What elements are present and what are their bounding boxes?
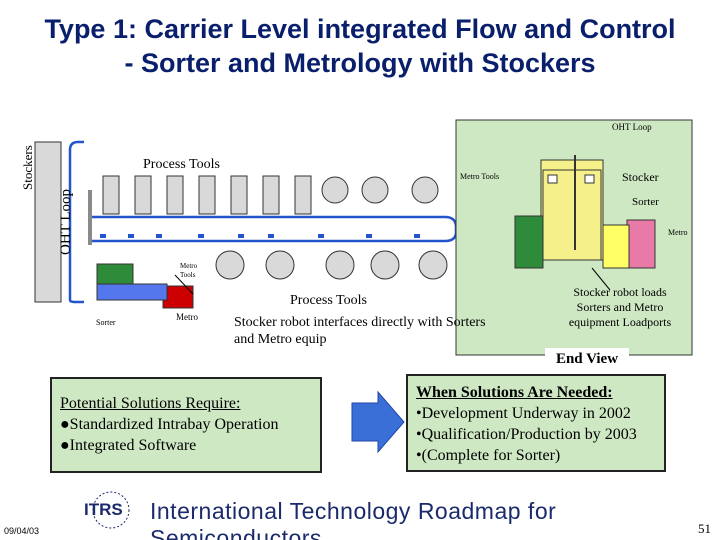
sorter-label: Sorter: [96, 318, 116, 327]
list-item: •(Complete for Sorter): [416, 447, 561, 464]
end-view-sorter: [514, 215, 544, 269]
cluster-tools-bottom: [215, 250, 448, 280]
cluster-tool: [321, 176, 349, 204]
process-tool: [198, 175, 216, 215]
list-item-text: Development Underway in 2002: [421, 405, 631, 422]
list-item: ●Integrated Software: [60, 435, 312, 456]
stockers-block: [34, 141, 62, 303]
cluster-tool: [265, 250, 295, 280]
oht-loop-rail: [88, 190, 92, 245]
list-item-text: Standardized Intrabay Operation: [69, 416, 279, 433]
list-item: •Qualification/Production by 2003: [416, 426, 637, 443]
list-item-text: Qualification/Production by 2003: [421, 426, 637, 443]
end-view-metro: [626, 219, 656, 269]
metro-tools-right-label: Metro Tools: [460, 172, 500, 181]
itrs-logo-graphic: [92, 491, 130, 529]
title-line-1: Type 1: Carrier Level integrated Flow an…: [44, 14, 676, 44]
list-item-text: Integrated Software: [69, 437, 197, 454]
process-tool: [166, 175, 184, 215]
end-view-sorter-label: Sorter: [632, 196, 659, 208]
cluster-tool: [325, 250, 355, 280]
itrs-logo-text: ITRS: [84, 500, 123, 519]
end-view-robot-left: [547, 174, 558, 184]
process-tool: [134, 175, 152, 215]
page-number: 51: [698, 521, 711, 536]
itrs-logo: ITRS: [80, 490, 142, 530]
loadports: [100, 234, 420, 238]
when-solutions-box: When Solutions Are Needed: •Development …: [406, 374, 666, 472]
end-view-robot-right: [584, 174, 595, 184]
stocker-robot-loads-note: Stocker robot loads Sorters and Metro eq…: [568, 285, 672, 329]
cluster-tools-top: [321, 176, 439, 204]
end-view-stocker: [542, 169, 602, 261]
cluster-tool: [370, 250, 400, 280]
flow-arrow: [351, 390, 405, 454]
cluster-tool: [215, 250, 245, 280]
callout-line: [174, 274, 194, 295]
potential-solutions-box: Potential Solutions Require: ●Standardiz…: [50, 377, 322, 473]
stockers-label: Stockers: [20, 145, 35, 190]
process-tool: [230, 175, 248, 215]
metro-tools-left-label: Metro Tools: [180, 262, 198, 279]
when-solutions-heading: When Solutions Are Needed:: [416, 384, 613, 401]
bullet-icon: ●: [60, 416, 70, 433]
footer-org-name: International Technology Roadmap for Sem…: [150, 498, 557, 540]
list-item-text: (Complete for Sorter): [421, 447, 561, 464]
process-tools-bottom-label: Process Tools: [290, 293, 367, 308]
process-tools-top-row: [102, 175, 312, 215]
end-view-oht-label: OHT Loop: [612, 122, 652, 132]
cluster-tool: [411, 176, 439, 204]
cluster-tool: [361, 176, 389, 204]
end-view-stocker-label: Stocker: [622, 170, 659, 184]
process-tool: [102, 175, 120, 215]
title-line-2: - Sorter and Metrology with Stockers: [124, 48, 596, 78]
slide-title: Type 1: Carrier Level integrated Flow an…: [0, 12, 720, 80]
metro-label: Metro: [176, 312, 198, 322]
oht-loop-label: OHT Loop: [58, 189, 74, 255]
sorter-metro-interface: [96, 283, 168, 301]
stocker-robot-note: Stocker robot interfaces directly with S…: [234, 315, 486, 347]
potential-solutions-heading: Potential Solutions Require:: [60, 395, 241, 412]
end-view-pointer: [591, 267, 611, 291]
process-tool: [294, 175, 312, 215]
process-tool: [262, 175, 280, 215]
end-view-metro-label: Metro: [668, 228, 688, 237]
bullet-icon: ●: [60, 437, 70, 454]
list-item: •Development Underway in 2002: [416, 405, 631, 422]
footer-date: 09/04/03: [4, 526, 40, 536]
cluster-tool: [418, 250, 448, 280]
list-item: ●Standardized Intrabay Operation: [60, 414, 312, 435]
end-view-caption: End View: [545, 348, 629, 370]
process-tools-top-label: Process Tools: [143, 157, 220, 172]
end-view-pink: [602, 224, 630, 269]
